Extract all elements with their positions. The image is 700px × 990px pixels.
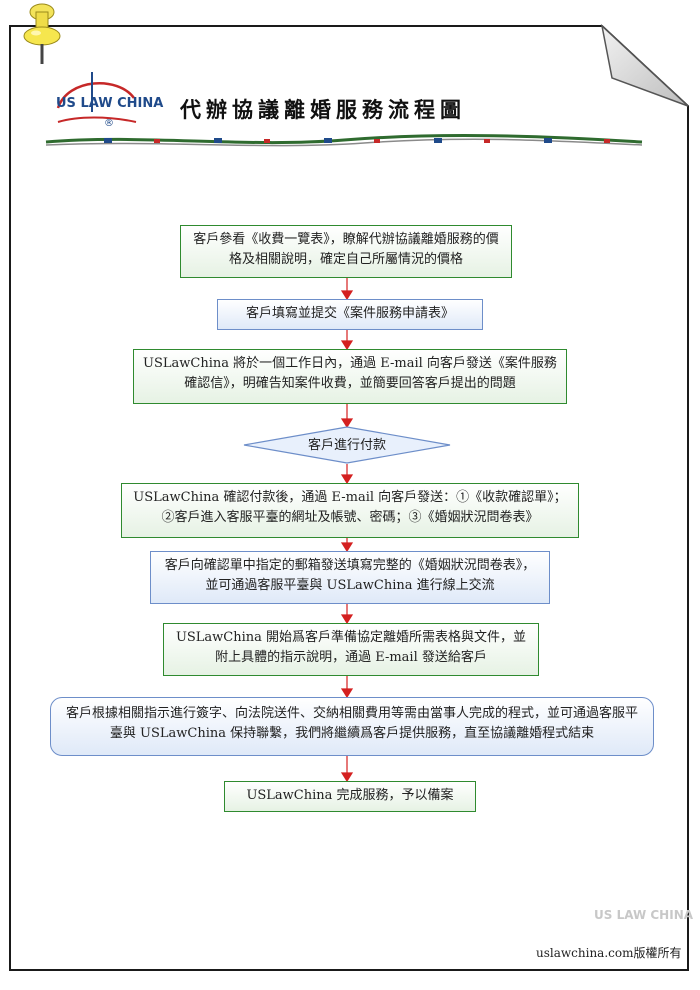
decision-payment-label: 客戶進行付款 [307,438,386,453]
logo-text: US LAW CHINA [56,96,164,111]
flow-step-submit-form: 客戶填寫並提交《案件服務申請表》 [217,299,483,330]
registered-mark: ® [104,118,114,129]
flow-step-review-fees: 客戶參看《收費一覽表》，瞭解代辦協議離婚服務的價格及相關說明，確定自己所屬情況的… [180,225,512,278]
flow-step-questionnaire: 客戶向確認單中指定的郵箱發送填寫完整的《婚姻狀況問卷表》，並可通過客服平臺與 U… [150,551,550,604]
flow-step-payment-confirmed: USLawChina 確認付款後，通過 E-mail 向客戶發送：①《收款確認單… [121,483,579,538]
uslawchina-logo: US LAW CHINA ® [48,72,163,142]
pushpin-icon [22,0,62,70]
copyright-text: uslawchina.com版權所有 [536,946,682,960]
flow-step-confirmation-letter: USLawChina 將於一個工作日內，通過 E-mail 向客戶發送《案件服務… [133,349,567,404]
watermark-logo: US LAW CHINA [594,908,694,922]
flow-step-client-actions: 客戶根據相關指示進行簽字、向法院送件、交納相關費用等需由當事人完成的程式，並可通… [50,697,654,756]
flow-step-prepare-documents: USLawChina 開始爲客戶準備協定離婚所需表格與文件，並附上具體的指示說明… [163,623,539,676]
page-title: 代辦協議離婚服務流程圖 [180,98,466,122]
title-divider [45,134,643,147]
flow-step-complete: USLawChina 完成服務，予以備案 [224,781,476,812]
